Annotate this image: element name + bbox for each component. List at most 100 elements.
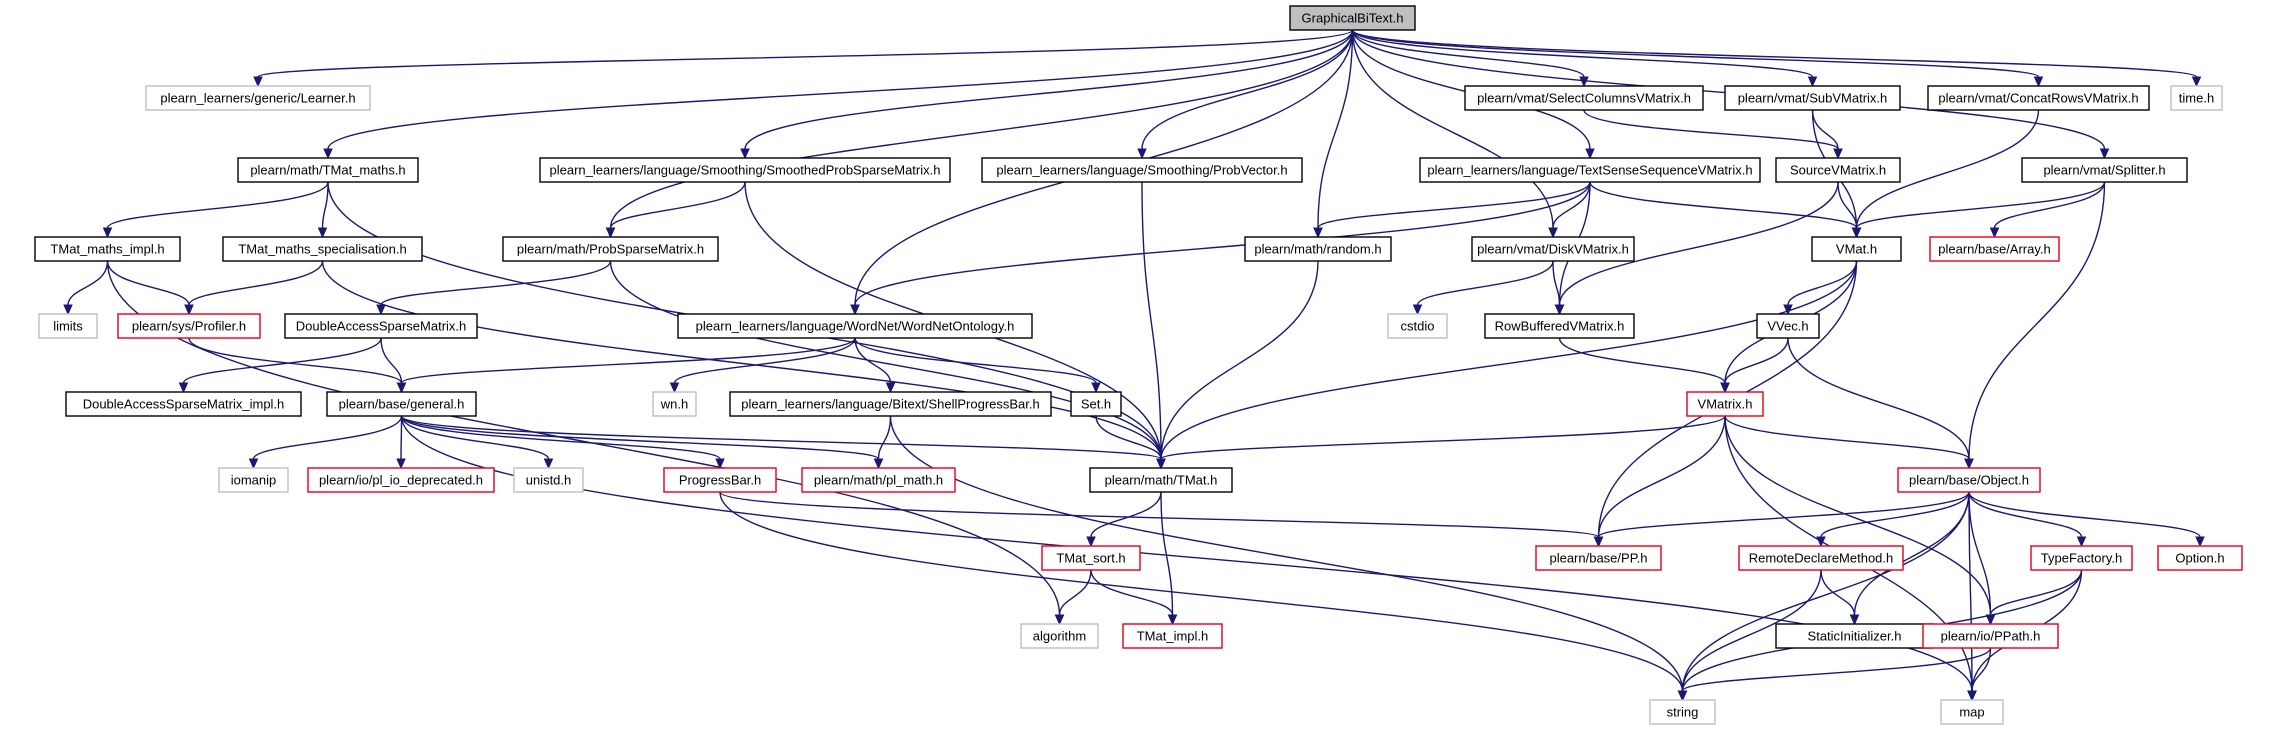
node-label: GraphicalBiText.h <box>1302 11 1404 26</box>
node-label: map <box>1959 705 1984 720</box>
node-sourcevmat[interactable]: SourceVMatrix.h <box>1775 157 1901 183</box>
node-label: plearn/sys/Profiler.h <box>132 319 246 334</box>
node-object[interactable]: plearn/base/Object.h <box>1897 467 2041 493</box>
node-label: DoubleAccessSparseMatrix_impl.h <box>83 397 285 412</box>
edge-random-to-tmat <box>1156 260 1319 470</box>
node-label: plearn_learners/generic/Learner.h <box>160 91 355 106</box>
node-general[interactable]: plearn/base/general.h <box>326 391 477 417</box>
node-vmatrix[interactable]: VMatrix.h <box>1686 391 1764 417</box>
node-rowbuffered[interactable]: RowBufferedVMatrix.h <box>1484 313 1635 339</box>
node-algorithm[interactable]: algorithm <box>1020 623 1099 649</box>
node-label: plearn/math/TMat_maths.h <box>250 163 405 178</box>
node-array[interactable]: plearn/base/Array.h <box>1929 236 2060 262</box>
node-label: plearn_learners/language/WordNet/WordNet… <box>696 319 1015 334</box>
edge-root-to-smoothed <box>740 29 1354 160</box>
edge-root-to-probsparse <box>605 29 1354 239</box>
node-learner[interactable]: plearn_learners/generic/Learner.h <box>145 85 371 111</box>
node-label: string <box>1667 705 1699 720</box>
edge-tmat_maths-to-tmat_maths_impl <box>102 181 329 239</box>
node-diskvmat[interactable]: plearn/vmat/DiskVMatrix.h <box>1471 236 1635 262</box>
node-remotedeclare[interactable]: RemoteDeclareMethod.h <box>1738 545 1904 571</box>
node-iomanip[interactable]: iomanip <box>218 467 289 493</box>
edges-layer <box>63 29 2205 702</box>
node-probsparse[interactable]: plearn/math/ProbSparseMatrix.h <box>502 236 719 262</box>
node-label: cstdio <box>1401 319 1435 334</box>
edge-vmatrix-to-ppath <box>1724 415 1996 626</box>
node-set[interactable]: Set.h <box>1070 391 1122 417</box>
edge-textsense-to-vmat <box>1589 181 1862 239</box>
node-time[interactable]: time.h <box>2170 85 2223 111</box>
node-limits[interactable]: limits <box>38 313 98 339</box>
node-label: limits <box>53 319 83 334</box>
edge-textsense-to-wordnet <box>850 181 1591 316</box>
node-unistd[interactable]: unistd.h <box>513 467 584 493</box>
node-smoothed[interactable]: plearn_learners/language/Smoothing/Smoot… <box>539 157 951 183</box>
node-concatrows[interactable]: plearn/vmat/ConcatRowsVMatrix.h <box>1927 85 2150 111</box>
edge-root-to-time <box>1351 29 2202 88</box>
edge-typefactory-to-ppath <box>1985 569 2083 626</box>
node-tmat-maths[interactable]: plearn/math/TMat_maths.h <box>237 157 419 183</box>
node-vmat[interactable]: VMat.h <box>1811 236 1902 262</box>
node-probvector[interactable]: plearn_learners/language/Smoothing/ProbV… <box>981 157 1303 183</box>
node-label: TMat_sort.h <box>1056 551 1125 566</box>
node-random[interactable]: plearn/math/random.h <box>1244 236 1392 262</box>
node-root[interactable]: GraphicalBiText.h <box>1289 5 1416 31</box>
node-label: Option.h <box>2175 551 2224 566</box>
edge-root-to-subvmat <box>1351 29 1818 88</box>
node-ppath[interactable]: plearn/io/PPath.h <box>1922 623 2059 649</box>
node-splitter[interactable]: plearn/vmat/Splitter.h <box>2021 157 2188 183</box>
edge-object-to-option <box>1968 491 2205 548</box>
node-dasm[interactable]: DoubleAccessSparseMatrix.h <box>284 313 478 339</box>
node-profiler[interactable]: plearn/sys/Profiler.h <box>117 313 261 339</box>
node-label: plearn/math/ProbSparseMatrix.h <box>517 242 704 257</box>
edge-root-to-probvector <box>1137 29 1354 160</box>
edge-vvec-to-object <box>1787 337 1974 470</box>
node-typefactory[interactable]: TypeFactory.h <box>2030 545 2133 571</box>
node-pl-io-dep[interactable]: plearn/io/pl_io_deprecated.h <box>307 467 495 493</box>
node-label: VMatrix.h <box>1698 397 1753 412</box>
node-tmat[interactable]: plearn/math/TMat.h <box>1089 467 1233 493</box>
node-label: TMat_impl.h <box>1137 629 1209 644</box>
node-string[interactable]: string <box>1649 699 1716 725</box>
edge-root-to-tmat_maths <box>323 29 1354 160</box>
node-progressbar[interactable]: ProgressBar.h <box>663 467 777 493</box>
node-shellprogress[interactable]: plearn_learners/language/Bitext/ShellPro… <box>729 391 1052 417</box>
node-cstdio[interactable]: cstdio <box>1387 313 1448 339</box>
node-map[interactable]: map <box>1940 699 2004 725</box>
node-pp[interactable]: plearn/base/PP.h <box>1535 545 1662 571</box>
node-label: plearn_learners/language/Smoothing/ProbV… <box>996 163 1287 178</box>
node-label: VVec.h <box>1767 319 1808 334</box>
node-textsense[interactable]: plearn_learners/language/TextSenseSequen… <box>1419 157 1761 183</box>
node-wordnet[interactable]: plearn_learners/language/WordNet/WordNet… <box>677 313 1033 339</box>
node-wn[interactable]: wn.h <box>652 391 697 417</box>
node-label: DoubleAccessSparseMatrix.h <box>296 319 467 334</box>
node-dasm-impl[interactable]: DoubleAccessSparseMatrix_impl.h <box>65 391 302 417</box>
node-pl-math[interactable]: plearn/math/pl_math.h <box>801 467 956 493</box>
node-vvec[interactable]: VVec.h <box>1756 313 1820 339</box>
node-tmat-maths-impl[interactable]: TMat_maths_impl.h <box>34 236 181 262</box>
edge-subvmat-to-sourcevmat <box>1811 109 1843 160</box>
node-subvmat[interactable]: plearn/vmat/SubVMatrix.h <box>1724 85 1901 111</box>
node-staticinit[interactable]: StaticInitializer.h <box>1775 623 1934 649</box>
node-tmat-impl[interactable]: TMat_impl.h <box>1122 623 1223 649</box>
edge-ppath-to-map <box>1967 647 1992 702</box>
edge-textsense-to-random <box>1313 181 1591 239</box>
node-selectcols[interactable]: plearn/vmat/SelectColumnsVMatrix.h <box>1464 85 1704 111</box>
edge-vmatrix-to-object <box>1724 415 1974 470</box>
node-label: algorithm <box>1033 629 1086 644</box>
node-label: TMat_maths_specialisation.h <box>238 242 406 257</box>
node-label: iomanip <box>231 473 277 488</box>
edge-object-to-string <box>1677 491 1970 702</box>
edge-root-to-random <box>1313 29 1354 239</box>
edge-tmat_maths_spec-to-profiler <box>184 260 324 316</box>
edge-general-to-tmat <box>400 415 1166 470</box>
node-tmat-sort[interactable]: TMat_sort.h <box>1041 545 1141 571</box>
node-tmat-maths-spec[interactable]: TMat_maths_specialisation.h <box>222 236 423 262</box>
edge-root-to-diskvmat <box>1351 29 1558 239</box>
node-option[interactable]: Option.h <box>2157 545 2243 571</box>
edge-vmatrix-to-tmat <box>1156 415 1726 470</box>
edge-progressbar-to-string <box>719 491 1688 702</box>
edge-wordnet-to-shellprogress <box>854 337 896 394</box>
node-label: VMat.h <box>1836 242 1877 257</box>
